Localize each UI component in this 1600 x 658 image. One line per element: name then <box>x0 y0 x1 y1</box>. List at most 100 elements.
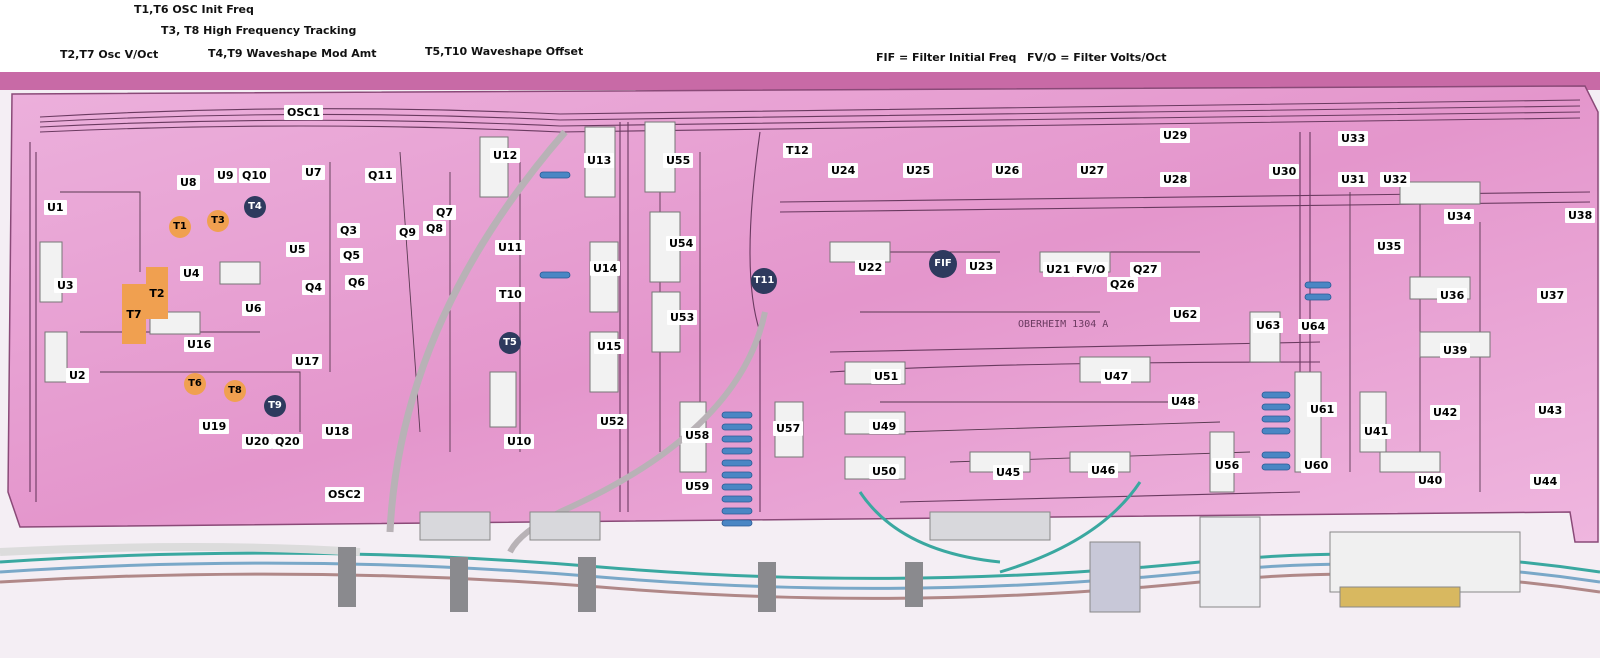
annotation-fvo: FV/O = Filter Volts/Oct <box>1027 51 1167 64</box>
label-u61: U61 <box>1307 402 1338 417</box>
annotation-fif: FIF = Filter Initial Freq <box>876 51 1017 64</box>
label-u26: U26 <box>992 163 1023 178</box>
label-t12: T12 <box>783 143 812 158</box>
label-u64: U64 <box>1298 319 1329 334</box>
label-u4: U4 <box>180 266 203 281</box>
circuit-board-photo: OBERHEIM 1304 A OSC1 OSC2 U1 U2 U3 U4 U5… <box>0 72 1600 658</box>
label-u14: U14 <box>590 261 621 276</box>
label-u16: U16 <box>184 337 215 352</box>
label-u60: U60 <box>1301 458 1332 473</box>
label-q8: Q8 <box>423 221 447 236</box>
label-u18: U18 <box>322 424 353 439</box>
label-u58: U58 <box>682 428 713 443</box>
label-u23: U23 <box>966 259 997 274</box>
label-u28: U28 <box>1160 172 1191 187</box>
label-u30: U30 <box>1269 164 1300 179</box>
trimmer-t11: T11 <box>751 268 777 294</box>
annotation-t1-t6: T1,T6 OSC Init Freq <box>134 3 254 16</box>
label-u37: U37 <box>1537 288 1568 303</box>
label-u43: U43 <box>1535 403 1566 418</box>
label-u41: U41 <box>1361 424 1392 439</box>
label-u54: U54 <box>666 236 697 251</box>
label-u10: U10 <box>504 434 535 449</box>
label-u17: U17 <box>292 354 323 369</box>
label-u35: U35 <box>1374 239 1405 254</box>
board-artwork: OBERHEIM 1304 A <box>0 72 1600 658</box>
label-u48: U48 <box>1168 394 1199 409</box>
label-u57: U57 <box>773 421 804 436</box>
label-u3: U3 <box>54 278 77 293</box>
label-u5: U5 <box>286 242 309 257</box>
label-q10: Q10 <box>239 168 270 183</box>
label-u55: U55 <box>663 153 694 168</box>
label-u52: U52 <box>597 414 628 429</box>
label-q7: Q7 <box>433 205 457 220</box>
label-u53: U53 <box>667 310 698 325</box>
label-q4: Q4 <box>302 280 326 295</box>
label-q27: Q27 <box>1130 262 1161 277</box>
label-u45: U45 <box>993 465 1024 480</box>
label-osc1: OSC1 <box>284 105 323 120</box>
label-u25: U25 <box>903 163 934 178</box>
label-q26: Q26 <box>1107 277 1138 292</box>
label-u19: U19 <box>199 419 230 434</box>
label-u8: U8 <box>177 175 200 190</box>
label-q6: Q6 <box>345 275 369 290</box>
trimmer-t2: T2 <box>146 267 168 319</box>
label-u39: U39 <box>1440 343 1471 358</box>
trimmer-t5: T5 <box>499 332 521 354</box>
label-u63: U63 <box>1253 318 1284 333</box>
label-u36: U36 <box>1437 288 1468 303</box>
label-u24: U24 <box>828 163 859 178</box>
trimmer-t9: T9 <box>264 395 286 417</box>
label-u15: U15 <box>594 339 625 354</box>
trimmer-t8: T8 <box>224 380 246 402</box>
label-u51: U51 <box>871 369 902 384</box>
label-q11: Q11 <box>365 168 396 183</box>
label-u12: U12 <box>490 148 521 163</box>
label-u9: U9 <box>214 168 237 183</box>
board-marking: OBERHEIM 1304 A <box>1018 319 1108 330</box>
trimmer-fif: FIF <box>929 250 957 278</box>
label-u21: U21 <box>1043 262 1074 277</box>
label-u40: U40 <box>1415 473 1446 488</box>
label-u29: U29 <box>1160 128 1191 143</box>
label-u32: U32 <box>1380 172 1411 187</box>
trimmer-t1: T1 <box>169 216 191 238</box>
label-u47: U47 <box>1101 369 1132 384</box>
label-u62: U62 <box>1170 307 1201 322</box>
label-u6: U6 <box>242 301 265 316</box>
annotation-t5-t10: T5,T10 Waveshape Offset <box>425 45 584 58</box>
label-u46: U46 <box>1088 463 1119 478</box>
label-u38: U38 <box>1565 208 1596 223</box>
label-q20: Q20 <box>272 434 303 449</box>
label-u2: U2 <box>66 368 89 383</box>
label-u56: U56 <box>1212 458 1243 473</box>
trimmer-t6: T6 <box>184 373 206 395</box>
label-q9: Q9 <box>396 225 420 240</box>
label-u50: U50 <box>869 464 900 479</box>
label-u42: U42 <box>1430 405 1461 420</box>
trimmer-t10: T10 <box>496 287 525 302</box>
annotation-t3-t8: T3, T8 High Frequency Tracking <box>161 24 357 37</box>
annotation-t2-t7: T2,T7 Osc V/Oct <box>60 48 159 61</box>
trimmer-t3: T3 <box>207 210 229 232</box>
label-u13: U13 <box>584 153 615 168</box>
label-osc2: OSC2 <box>325 487 364 502</box>
label-u11: U11 <box>495 240 526 255</box>
label-u27: U27 <box>1077 163 1108 178</box>
label-u44: U44 <box>1530 474 1561 489</box>
trimmer-t4: T4 <box>244 196 266 218</box>
label-u49: U49 <box>869 419 900 434</box>
annotation-t4-t9: T4,T9 Waveshape Mod Amt <box>208 47 377 60</box>
label-u1: U1 <box>44 200 67 215</box>
label-u7: U7 <box>302 165 325 180</box>
label-u31: U31 <box>1338 172 1369 187</box>
label-u20: U20 <box>242 434 273 449</box>
label-u33: U33 <box>1338 131 1369 146</box>
label-u22: U22 <box>855 260 886 275</box>
label-q3: Q3 <box>337 223 361 238</box>
label-u59: U59 <box>682 479 713 494</box>
label-fvo: FV/O <box>1073 262 1109 277</box>
label-u34: U34 <box>1444 209 1475 224</box>
